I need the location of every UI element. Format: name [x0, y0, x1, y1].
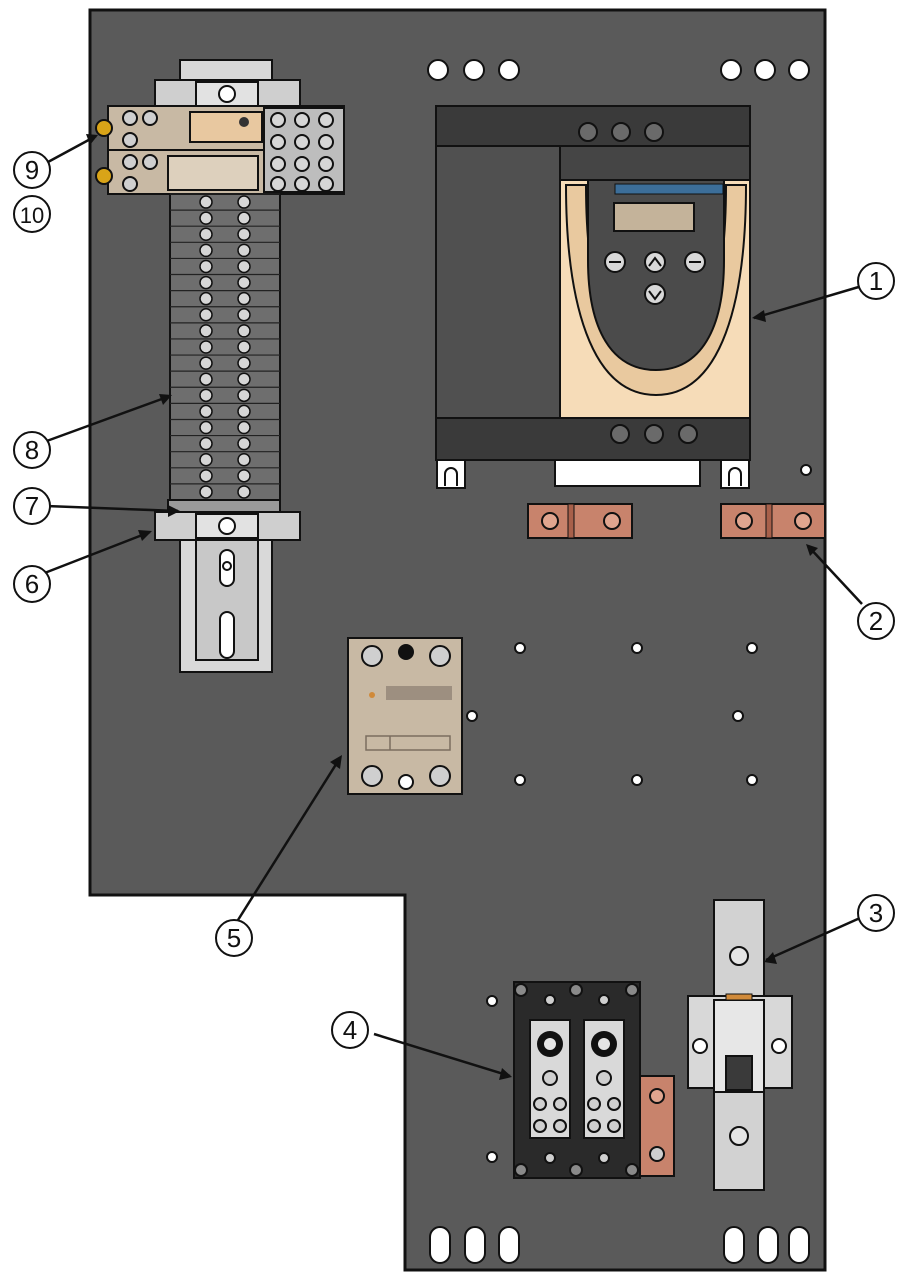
callout-3-label: 3: [869, 898, 883, 928]
callout-10: 10: [13, 195, 51, 233]
terminal-screw: [199, 211, 213, 225]
callout-8-label: 8: [25, 435, 39, 465]
terminal-screw: [237, 324, 251, 338]
power-terminals-bottom: [610, 424, 698, 444]
terminal-screw: [237, 452, 251, 467]
callout-4-label: 4: [343, 1015, 357, 1045]
terminal-block-stack: [169, 193, 281, 501]
callout-10-label: 10: [20, 203, 44, 228]
callout-2-label: 2: [869, 606, 883, 636]
terminal-screw: [199, 275, 213, 290]
terminal-screw: [199, 324, 213, 338]
terminal-screw: [199, 469, 213, 483]
panel-mounting-holes-bottom: [429, 1226, 810, 1264]
terminal-screw: [199, 485, 213, 499]
end-stop-clamp: [154, 511, 301, 541]
callout-2: 2: [857, 602, 895, 640]
circuit-breaker: [687, 899, 793, 1191]
terminal-screw: [237, 291, 251, 306]
panel-screw-holes: [466, 464, 812, 1163]
terminal-screw: [237, 211, 251, 225]
control-relays: [95, 105, 345, 195]
terminal-screw: [237, 243, 251, 258]
callout-7: 7: [13, 487, 51, 525]
control-terminals-top: [578, 122, 664, 142]
terminal-screw: [237, 308, 251, 322]
callout-6-label: 6: [25, 569, 39, 599]
terminal-screw: [199, 308, 213, 322]
terminal-screw: [237, 469, 251, 483]
lcd-display: [613, 202, 695, 232]
terminal-screw: [237, 388, 251, 403]
terminal-screw: [199, 388, 213, 403]
terminal-screw: [237, 356, 251, 370]
terminal-screw: [199, 372, 213, 386]
callout-3: 3: [857, 894, 895, 932]
terminal-screw: [237, 372, 251, 386]
terminal-screw: [199, 259, 213, 274]
terminal-screw: [237, 485, 251, 499]
callout-6: 6: [13, 565, 51, 603]
panel-mounting-holes-top: [427, 59, 810, 81]
terminal-screw: [199, 243, 213, 258]
power-distribution-block: [513, 981, 675, 1179]
status-indicator-bar: [614, 183, 724, 195]
relay-indicator-lamps: [95, 119, 113, 185]
callout-9-label: 9: [25, 155, 39, 185]
leader-lines: [41, 134, 863, 1078]
callout-7-label: 7: [25, 491, 39, 521]
copper-bus-bars: [527, 503, 826, 539]
callout-8: 8: [13, 431, 51, 469]
terminal-block-body: [169, 193, 281, 501]
terminal-screw: [199, 195, 213, 209]
terminal-screw: [237, 195, 251, 209]
terminal-screw: [199, 436, 213, 451]
callout-1: 1: [857, 262, 895, 300]
terminal-screw: [199, 420, 213, 435]
callout-5-label: 5: [227, 923, 241, 953]
terminal-screw: [237, 259, 251, 274]
callout-5: 5: [215, 919, 253, 957]
top-end-stop: [154, 79, 301, 109]
terminal-screw: [199, 452, 213, 467]
callout-4: 4: [331, 1011, 369, 1049]
solid-state-relay: [347, 637, 463, 795]
terminal-screw: [237, 420, 251, 435]
terminal-screw: [237, 436, 251, 451]
terminal-screw: [199, 340, 213, 354]
end-plate: [167, 499, 281, 513]
leader-arrowheads: [86, 134, 818, 1080]
starter-mounting-feet: [436, 459, 750, 489]
keypad-buttons: [604, 251, 706, 305]
terminal-screw: [237, 275, 251, 290]
terminal-screw: [237, 227, 251, 242]
callout-1-label: 1: [869, 266, 883, 296]
terminal-screw: [199, 356, 213, 370]
terminal-screw: [199, 404, 213, 419]
terminal-screw: [237, 404, 251, 419]
soft-starter: [435, 105, 751, 489]
terminal-screw: [237, 340, 251, 354]
terminal-screw: [199, 227, 213, 242]
terminal-screw: [199, 291, 213, 306]
callout-9: 9: [13, 151, 51, 189]
